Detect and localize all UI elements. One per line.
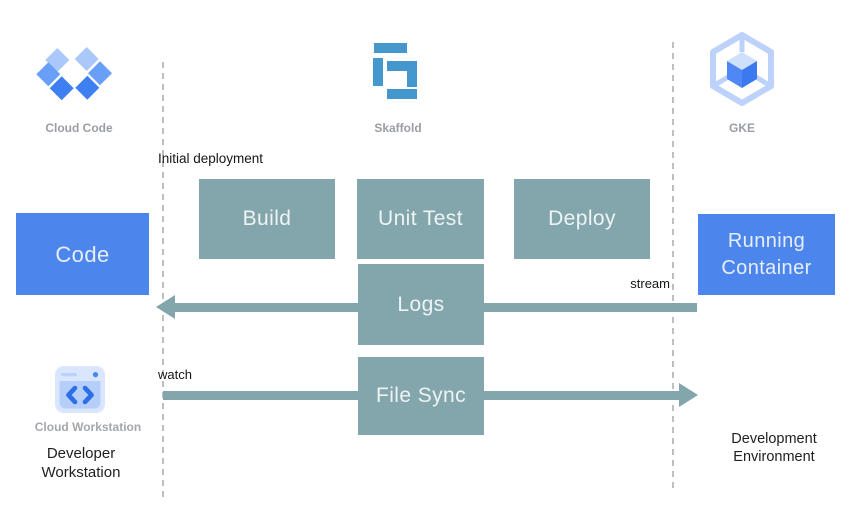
cloud-code-label: Cloud Code	[45, 121, 113, 135]
node-file-sync: File Sync	[358, 357, 484, 435]
node-deploy: Deploy	[514, 179, 650, 259]
gke-label: GKE	[728, 121, 755, 135]
node-unit-test: Unit Test	[357, 179, 484, 259]
watch-arrowhead-icon	[679, 383, 698, 407]
node-logs: Logs	[358, 264, 484, 345]
developer-workstation-label: Developer Workstation	[41, 445, 121, 481]
development-environment-label: Development Environment	[731, 431, 817, 465]
node-running-container: Running Container	[698, 214, 835, 295]
cloud-workstation-label: Cloud Workstation	[34, 420, 142, 434]
skaffold-icon	[373, 43, 417, 99]
initial-deployment-label: Initial deployment	[158, 151, 264, 166]
watch-label: watch	[158, 367, 192, 382]
left-dashed-separator	[162, 62, 164, 500]
node-build: Build	[199, 179, 335, 259]
cloud-workstation-icon	[55, 366, 105, 413]
right-dashed-separator	[672, 42, 674, 490]
gke-icon	[710, 32, 774, 106]
node-code: Code	[16, 213, 149, 295]
skaffold-label: Skaffold	[374, 121, 422, 135]
cloud-code-icon	[36, 47, 112, 101]
stream-arrowhead-icon	[156, 295, 175, 319]
stream-label: stream	[630, 276, 670, 291]
